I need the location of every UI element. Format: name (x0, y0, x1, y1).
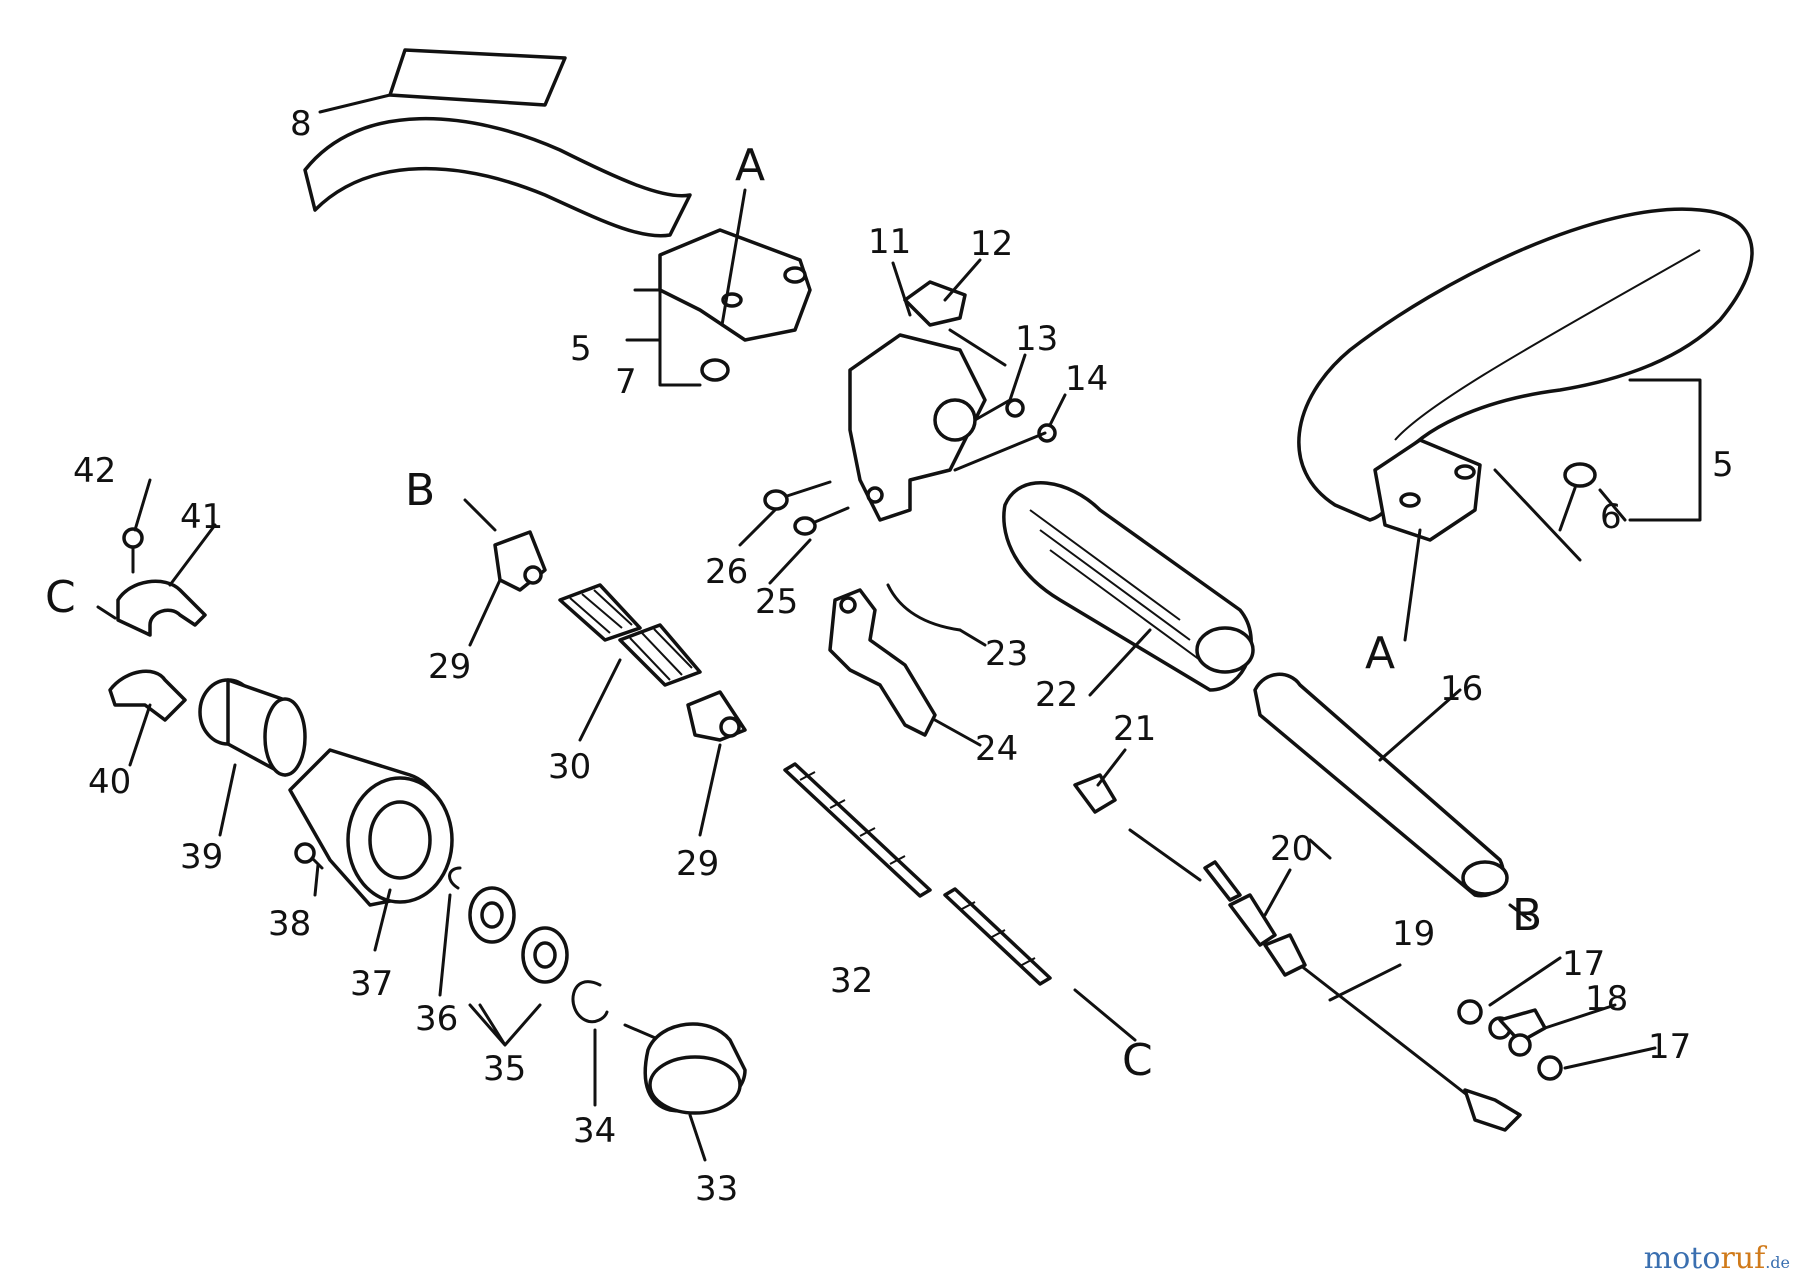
label-20: 20 (1270, 829, 1313, 869)
label-ref-c-right: C (1122, 1035, 1153, 1086)
part-24-throttle-lever (828, 588, 937, 737)
part-34-circlip (571, 980, 609, 1024)
label-5-left: 5 (570, 329, 592, 369)
part-21-adjuster (1073, 773, 1117, 814)
label-24: 24 (975, 729, 1018, 769)
part-30-spline-2 (618, 623, 702, 687)
label-30: 30 (548, 747, 591, 787)
part-23-spring (886, 583, 962, 632)
leader-lines (96, 93, 1702, 1162)
part-19-cable (1128, 828, 1482, 1107)
label-38: 38 (268, 904, 311, 944)
part-8-decal (388, 48, 567, 107)
part-17-nut-3 (1537, 1055, 1563, 1081)
label-25: 25 (755, 582, 798, 622)
part-16-tube (1253, 672, 1509, 898)
watermark-logo: motoruf.de (1644, 1241, 1790, 1276)
label-ref-c-left: C (45, 572, 76, 623)
label-17-lower: 17 (1648, 1027, 1691, 1067)
part-7-nut (700, 358, 730, 382)
label-26: 26 (705, 552, 748, 592)
part-17-nut-2 (1508, 1033, 1532, 1057)
label-5-right: 5 (1712, 445, 1734, 485)
right-loop-handle (1297, 207, 1754, 522)
label-36: 36 (415, 999, 458, 1039)
label-32: 32 (830, 961, 873, 1001)
label-13: 13 (1015, 319, 1058, 359)
left-handle-tube (303, 117, 692, 238)
part-35-bearing-2 (521, 926, 569, 984)
part-41-clamp (116, 579, 207, 637)
label-22: 22 (1035, 675, 1078, 715)
label-16: 16 (1440, 669, 1483, 709)
part-33-cup (623, 1022, 747, 1115)
watermark-part-1: moto (1643, 1241, 1721, 1276)
part-22-grip (1002, 481, 1255, 692)
cable-end (1463, 1088, 1522, 1132)
part-35-bearing-1 (468, 886, 516, 944)
part-29-coupling-lower (686, 690, 747, 742)
part-39-collar (198, 678, 307, 777)
label-41: 41 (180, 497, 223, 537)
part-40-clamp (108, 669, 187, 722)
label-23: 23 (985, 634, 1028, 674)
label-8: 8 (290, 104, 312, 144)
part-25-screw (793, 506, 850, 536)
part-42-screw (122, 527, 144, 574)
label-29-upper: 29 (428, 647, 471, 687)
label-39: 39 (180, 837, 223, 877)
part-5-right-clamp (1373, 438, 1482, 542)
label-7: 7 (615, 362, 637, 402)
label-ref-a-top: A (735, 140, 765, 191)
watermark-part-2: ruf (1720, 1241, 1766, 1276)
label-ref-b-bottom: B (1512, 890, 1542, 941)
part-6-screw (1558, 462, 1597, 532)
label-40: 40 (88, 762, 131, 802)
part-13-nut (1005, 398, 1025, 418)
label-29-lower: 29 (676, 844, 719, 884)
part-29-coupling-upper (493, 530, 547, 592)
label-17-upper: 17 (1562, 944, 1605, 984)
part-5-left-clamp (658, 228, 812, 342)
label-ref-a-bottom: A (1365, 628, 1395, 679)
label-34: 34 (573, 1111, 616, 1151)
label-6: 6 (1600, 497, 1622, 537)
label-21: 21 (1113, 709, 1156, 749)
part-30-spline-1 (558, 583, 642, 642)
part-38-screw (294, 842, 324, 870)
label-12: 12 (970, 224, 1013, 264)
label-42: 42 (73, 451, 116, 491)
part-20-sleeve (1228, 893, 1307, 977)
label-37: 37 (350, 964, 393, 1004)
label-ref-b-top: B (405, 465, 435, 516)
label-33: 33 (695, 1169, 738, 1209)
label-35: 35 (483, 1049, 526, 1089)
label-19: 19 (1392, 914, 1435, 954)
label-11: 11 (868, 222, 911, 262)
label-18: 18 (1585, 979, 1628, 1019)
part-32-drive-shaft (783, 762, 1052, 986)
part-36-circlip (448, 866, 462, 890)
label-14: 14 (1065, 359, 1108, 399)
part-26-screw (763, 480, 832, 511)
part-11-switch-housing (848, 333, 987, 522)
watermark-part-3: .de (1765, 1253, 1790, 1272)
part-17-nut-1 (1457, 999, 1483, 1025)
part-14-nut (1037, 423, 1057, 443)
part-37-gear-housing (288, 748, 454, 907)
